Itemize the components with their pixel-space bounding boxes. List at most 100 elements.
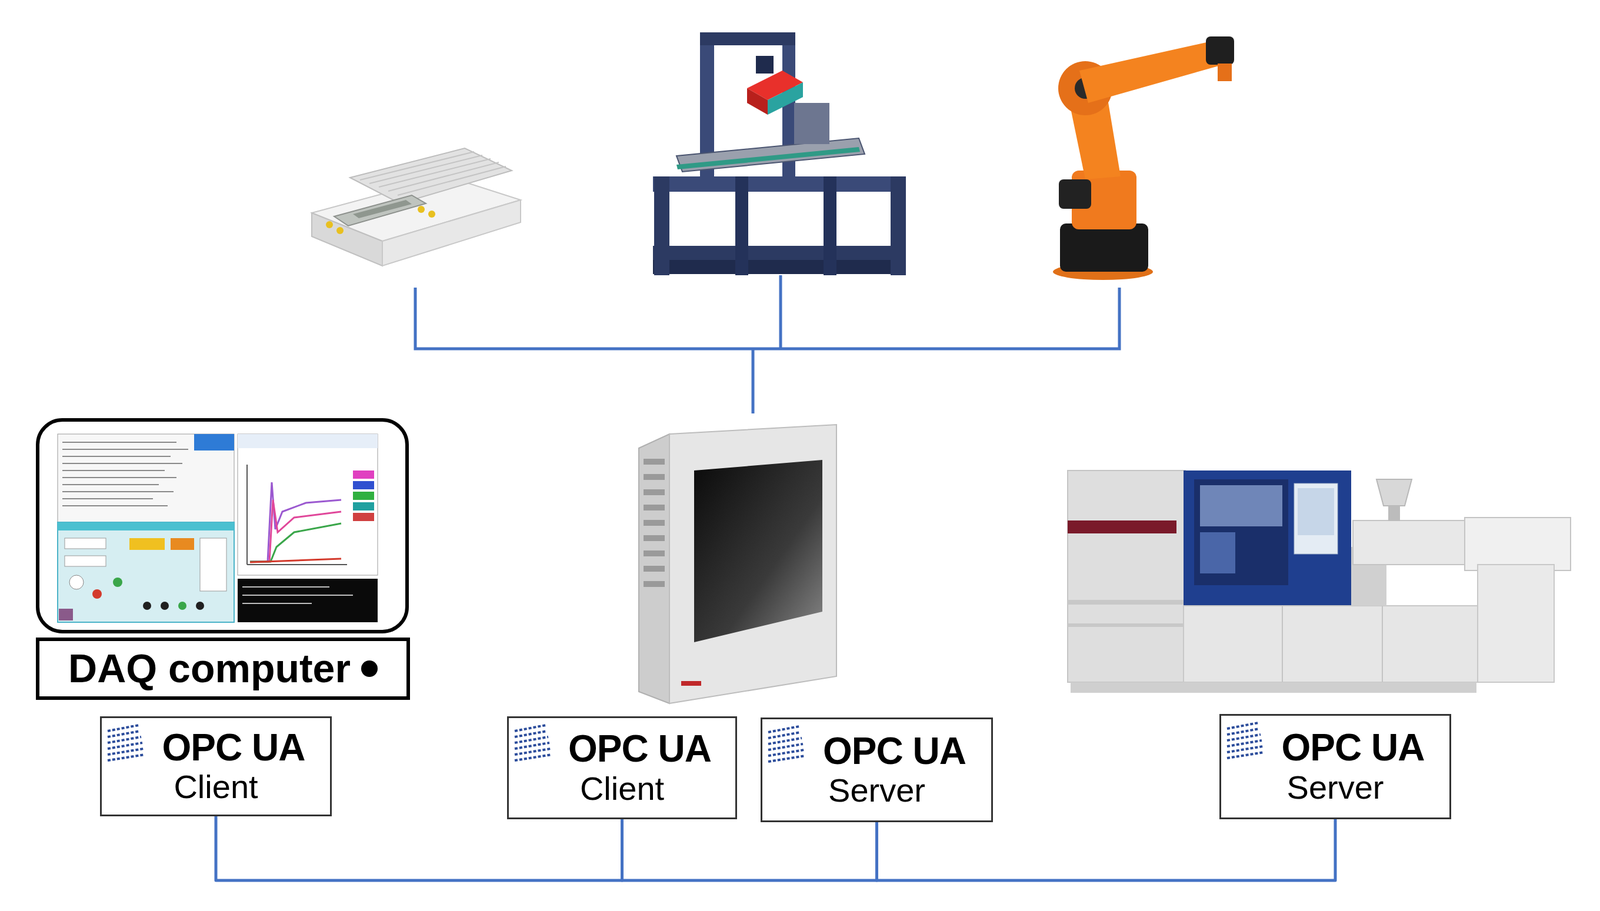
logo-streak — [514, 742, 550, 749]
daq-screenshot-part — [237, 578, 378, 623]
logo-streak — [768, 726, 800, 733]
logo-streaks — [1225, 719, 1291, 767]
role-label: Client — [173, 768, 258, 806]
injection-molding-machine-part — [1070, 682, 1477, 693]
opc-ua-box: OPC UAClient — [507, 716, 738, 820]
daq-screenshot-part — [237, 434, 378, 576]
gantry-machine-part — [652, 176, 906, 192]
panel-pc-part-part — [643, 504, 665, 511]
balance-scale-part-part — [378, 158, 491, 188]
balance-scale-part — [350, 148, 512, 204]
injection-molding-machine-part — [1376, 479, 1412, 506]
balance-scale-part — [325, 221, 333, 229]
box-label: DAQ computer — [68, 644, 351, 693]
gantry-machine-part — [676, 138, 865, 172]
logo-streak — [768, 755, 806, 762]
daq-screenshot-part — [57, 522, 235, 623]
daq-screenshot-part — [194, 434, 235, 451]
industrial-robot-part — [1060, 223, 1149, 272]
logo-streak — [107, 748, 144, 755]
injection-molding-machine-part — [1281, 605, 1283, 683]
industrial-robot-part — [1205, 36, 1235, 65]
role-label: Server — [1287, 768, 1385, 807]
panel-pc-part-part — [643, 565, 665, 572]
daq-screenshot-part — [250, 482, 342, 562]
daq-screenshot-part — [62, 442, 189, 506]
gantry-machine-part — [890, 176, 906, 276]
daq-screenshot-part — [37, 420, 408, 632]
daq-screenshot-part-part — [62, 462, 183, 465]
panel-pc-part-part — [643, 489, 665, 496]
logo-streak — [514, 731, 548, 738]
daq-screenshot-part — [92, 589, 102, 599]
injection-molding-machine — [1067, 470, 1571, 693]
logo-streak — [1227, 746, 1263, 753]
daq-screenshot-part — [178, 601, 187, 610]
gantry-machine-part — [652, 260, 906, 275]
injection-molding-machine-part — [1464, 517, 1571, 571]
daq-screenshot-part — [112, 577, 123, 588]
logo-streak — [1227, 752, 1265, 759]
daq-screenshot-part-part — [62, 477, 177, 479]
panel-pc-part — [694, 460, 823, 643]
daq-screenshot-part-part — [62, 455, 171, 458]
logo-streak — [514, 754, 552, 761]
balance-scale-part — [352, 200, 412, 219]
daq-screenshot-part — [250, 558, 342, 563]
industrial-robot-part — [1079, 41, 1219, 103]
box-label: OPC UA — [787, 730, 966, 772]
panel-pc-part — [681, 681, 702, 686]
gantry-machine-part — [823, 176, 837, 276]
bus-connector — [622, 819, 878, 881]
panel-pc-part-part — [643, 550, 665, 557]
injection-molding-machine-part — [1183, 470, 1352, 606]
daq-screenshot-part-part — [242, 586, 330, 588]
logo-streak — [514, 748, 551, 755]
daq-screenshot-part — [69, 575, 84, 590]
logo-streak — [1227, 728, 1260, 735]
logo-streak — [107, 737, 142, 743]
daq-screenshot-part — [64, 538, 106, 549]
gantry-machine — [652, 32, 906, 276]
daq-screenshot-part-part — [242, 594, 353, 596]
gantry-machine-part — [747, 88, 768, 115]
daq-screenshot-part-part — [62, 484, 159, 486]
daq-screenshot-part-part — [62, 505, 168, 507]
daq-screenshot-part-part — [62, 441, 177, 443]
injection-molding-machine-part — [1200, 532, 1236, 574]
daq-screenshot-part — [58, 608, 73, 621]
injection-molding-machine-part — [1294, 483, 1338, 555]
logo-streak — [107, 742, 143, 749]
daq-screenshot-part-part — [62, 491, 174, 493]
daq-screenshot-part — [200, 538, 227, 592]
injection-molding-machine-part — [1067, 520, 1177, 534]
panel-pc-part — [638, 434, 670, 704]
panel-pc-part-part — [643, 535, 665, 542]
box-label: OPC UA — [127, 727, 306, 769]
gantry-machine-part — [735, 176, 749, 276]
logo-streak — [1227, 722, 1259, 729]
daq-screenshot-part-part — [62, 470, 165, 472]
box-label: OPC UA — [532, 728, 712, 770]
daq-label-box: DAQ computer — [35, 637, 410, 700]
daq-screenshot-part-part — [242, 602, 312, 605]
gantry-machine-part — [652, 245, 906, 260]
industrial-robot-part — [1217, 63, 1232, 82]
daq-screenshot-part — [247, 564, 348, 566]
daq-screenshot-part — [64, 555, 106, 567]
injection-molding-machine-part — [1067, 600, 1186, 605]
role-label: Client — [580, 770, 665, 808]
logo-streaks — [767, 722, 832, 770]
logo-streak — [107, 754, 145, 761]
balance-scale-part-part — [369, 155, 483, 184]
device-wire-part — [751, 348, 755, 414]
daq-screenshot-part — [246, 464, 248, 565]
balance-scale-part-part — [397, 166, 506, 196]
balance-scale-part — [336, 227, 344, 235]
gantry-machine-part — [700, 32, 796, 46]
daq-screenshot-part — [352, 502, 375, 511]
industrial-robot — [1052, 36, 1235, 280]
daq-screenshot-part — [250, 500, 342, 562]
daq-screenshot-part — [242, 587, 353, 604]
